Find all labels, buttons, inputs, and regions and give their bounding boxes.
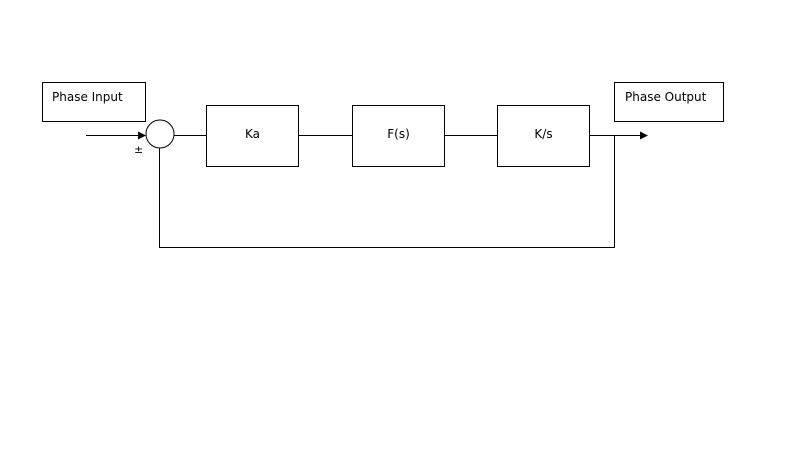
ks-block-label: K/s [534, 127, 552, 141]
ka-block-label: Ka [245, 127, 260, 141]
fs-block-label: F(s) [387, 127, 410, 141]
phase-output-label: Phase Output [625, 90, 707, 104]
phase-input-label-box: Phase Input [42, 82, 146, 122]
output-arrowhead [640, 131, 648, 140]
input-arrowhead [138, 131, 146, 140]
phase-output-label-box: Phase Output [614, 82, 724, 122]
summing-sign: ± [134, 143, 143, 156]
ka-block: Ka [206, 105, 299, 167]
fs-block: F(s) [352, 105, 445, 167]
phase-input-label: Phase Input [52, 90, 123, 104]
feedback-path [159, 135, 615, 248]
summing-junction [145, 119, 175, 149]
ks-block: K/s [497, 105, 590, 167]
